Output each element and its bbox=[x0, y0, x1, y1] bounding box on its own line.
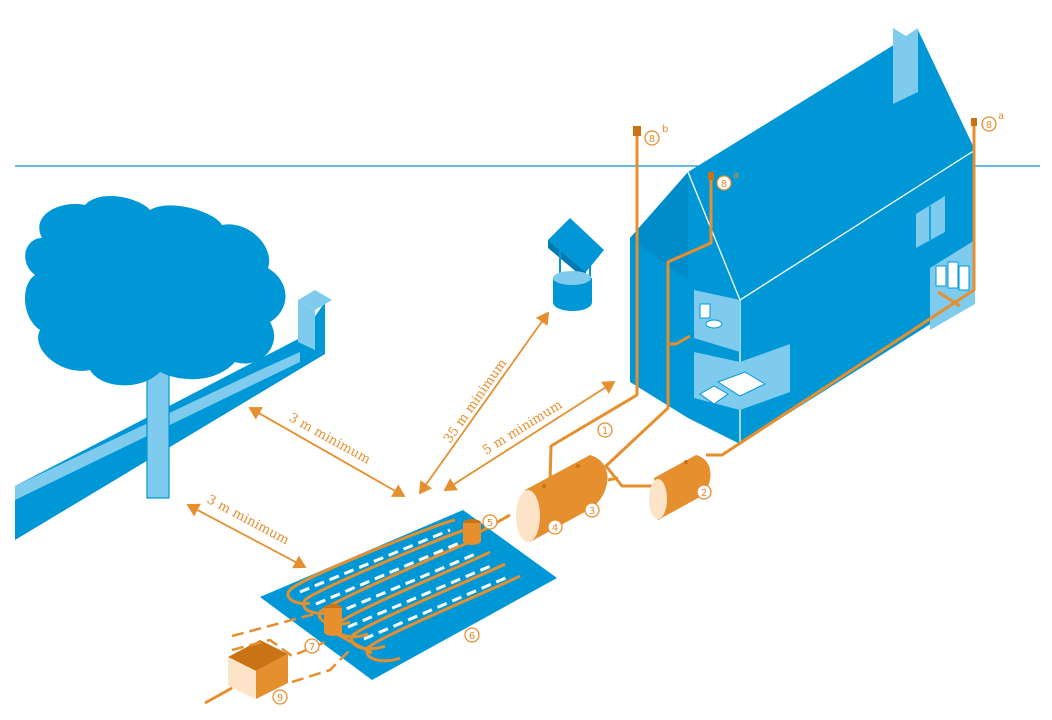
distance-label-tree: 3 m minimum bbox=[286, 410, 373, 467]
svg-text:8: 8 bbox=[986, 120, 992, 131]
house-icon bbox=[630, 18, 976, 444]
distance-arrows bbox=[186, 311, 616, 569]
sampling-box bbox=[204, 640, 288, 705]
svg-text:2: 2 bbox=[701, 488, 707, 499]
svg-text:1: 1 bbox=[602, 426, 608, 437]
svg-text:3: 3 bbox=[589, 506, 595, 517]
callout-8b: 8 b bbox=[644, 124, 668, 146]
callout-6: 6 bbox=[464, 627, 480, 643]
vent-pipes bbox=[633, 118, 977, 180]
distribution-box bbox=[463, 519, 481, 545]
tank-icon bbox=[649, 455, 711, 520]
svg-text:5: 5 bbox=[487, 518, 493, 529]
svg-text:b: b bbox=[662, 124, 668, 135]
dashed-pipes bbox=[231, 610, 351, 684]
callout-4: 4 bbox=[547, 519, 563, 535]
callout-2: 2 bbox=[696, 484, 712, 500]
callout-8a-center: 8 a bbox=[716, 170, 739, 191]
svg-text:a: a bbox=[998, 111, 1004, 122]
callout-3: 3 bbox=[584, 502, 600, 518]
callout-8a-right: 8 a bbox=[981, 111, 1004, 132]
drainage-field-icon bbox=[260, 510, 557, 680]
svg-text:6: 6 bbox=[469, 631, 475, 642]
svg-text:a: a bbox=[733, 170, 739, 181]
svg-text:9: 9 bbox=[277, 693, 283, 704]
svg-text:7: 7 bbox=[309, 642, 315, 653]
tree-icon bbox=[24, 195, 286, 499]
svg-text:4: 4 bbox=[552, 523, 558, 534]
callout-5: 5 bbox=[482, 514, 498, 530]
svg-text:8: 8 bbox=[649, 134, 655, 145]
callout-9: 9 bbox=[272, 689, 288, 705]
well-icon bbox=[548, 218, 604, 311]
drainage-dashes bbox=[299, 528, 509, 641]
svg-text:8: 8 bbox=[721, 179, 727, 190]
callout-1: 1 bbox=[597, 422, 613, 438]
callout-7: 7 bbox=[304, 638, 320, 654]
distance-label-house: 5 m minimum bbox=[480, 397, 565, 458]
inspection-chamber bbox=[324, 604, 342, 636]
